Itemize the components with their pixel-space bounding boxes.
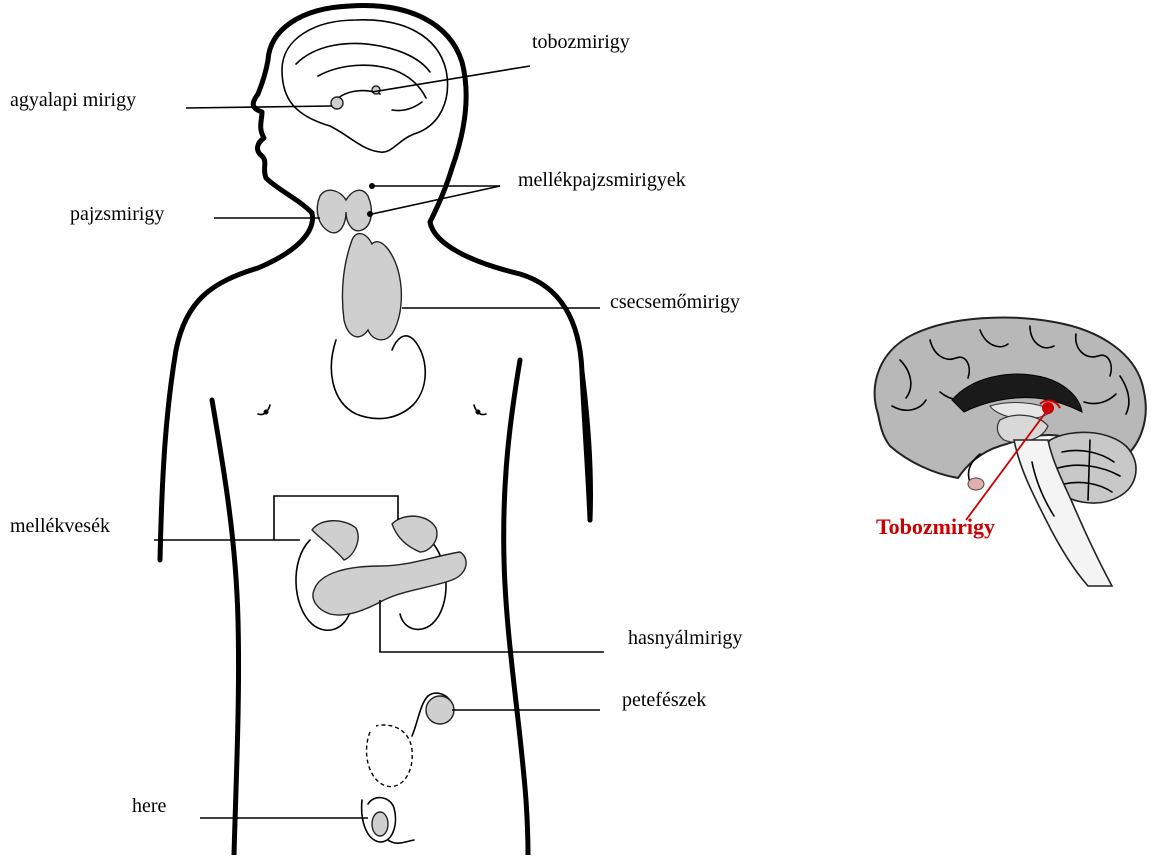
label-mellekpajzsmirigyek: mellékpajzsmirigyek [518, 169, 686, 191]
label-tobozmirigy: tobozmirigy [532, 31, 630, 53]
label-csecsemomirigy: csecsemőmirigy [610, 291, 740, 313]
abdomen-group [296, 516, 466, 630]
testis [372, 812, 388, 836]
thyroid-group [317, 183, 375, 233]
head-brain [282, 20, 448, 152]
pineal-gland [372, 86, 380, 94]
label-tobozmirigy-red: Tobozmirigy [876, 514, 995, 539]
label-here: here [132, 795, 167, 817]
body-outline [160, 6, 591, 855]
label-pajzsmirigy: pajzsmirigy [70, 203, 164, 225]
label-hasnyalmirigy: hasnyálmirigy [628, 627, 742, 649]
pineal-highlight [1042, 402, 1054, 414]
adrenal-right [392, 516, 437, 552]
adrenal-left [312, 521, 358, 560]
label-agyalapi-mirigy: agyalapi mirigy [10, 89, 136, 111]
brain-sagittal-inset [875, 318, 1146, 586]
thymus-group [258, 234, 486, 419]
label-petefeszek: petefészek [622, 689, 706, 711]
label-mellekvesek: mellékvesék [10, 515, 110, 537]
pituitary-gland [331, 97, 343, 109]
ovary [426, 696, 454, 724]
pelvis-group [362, 693, 454, 843]
